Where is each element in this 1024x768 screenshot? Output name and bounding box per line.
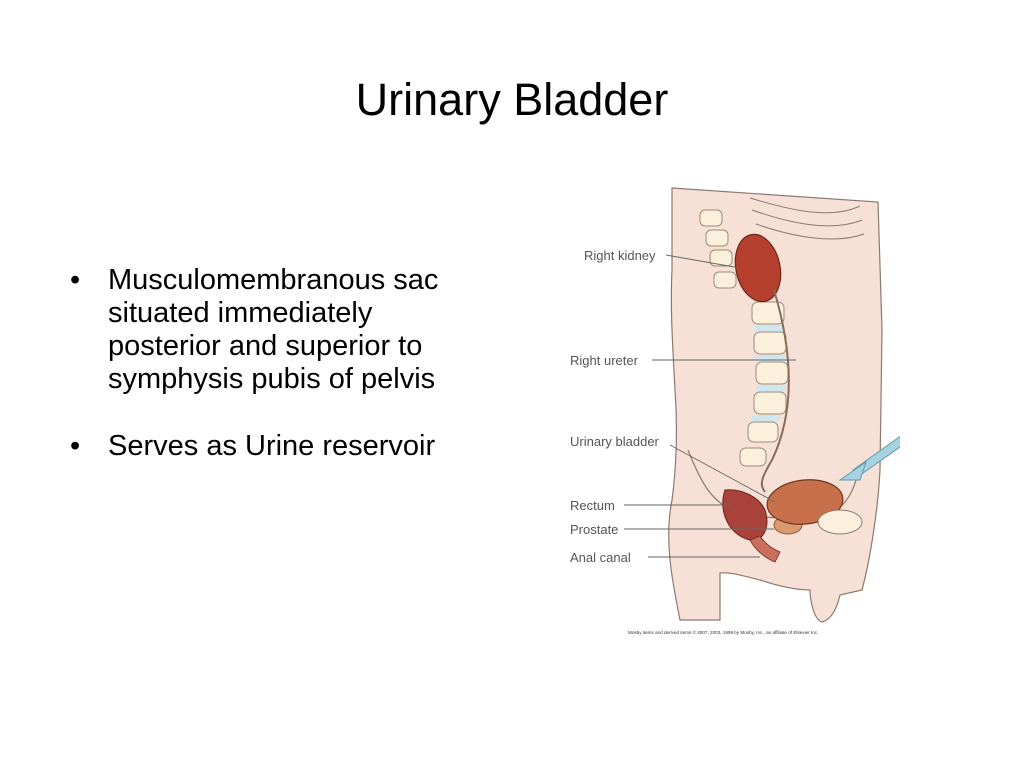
bullet-list: • Musculomembranous sac situated immedia… — [70, 264, 450, 497]
rectum-shape — [722, 489, 768, 541]
bullet-marker: • — [70, 430, 81, 462]
ureter-line — [760, 289, 790, 493]
label-anal-canal: Anal canal — [570, 550, 631, 565]
label-rectum: Rectum — [570, 498, 615, 513]
slide-title: Urinary Bladder — [355, 74, 669, 125]
label-prostate: Prostate — [570, 522, 618, 537]
copyright-credit: Mosby items and derived items © 2007, 20… — [628, 629, 818, 635]
label-right-ureter: Right ureter — [570, 353, 639, 368]
anatomy-svg: Right kidney Right ureter Urinary bladde… — [570, 187, 900, 635]
label-urinary-bladder: Urinary bladder — [570, 434, 660, 449]
bullet-text: Serves as Urine reservoir — [108, 430, 436, 462]
pointer-arrow-icon — [838, 435, 900, 481]
bullet-marker: • — [70, 264, 81, 296]
bullet-item: • Serves as Urine reservoir — [70, 430, 450, 463]
spinal-discs — [752, 325, 786, 421]
bullet-text: Musculomembranous sac situated immediate… — [108, 264, 439, 395]
bladder-shape — [766, 479, 844, 525]
anal-canal-shape — [749, 535, 781, 563]
pubic-bone — [817, 509, 863, 535]
kidney-shape — [734, 233, 782, 303]
bullet-item: • Musculomembranous sac situated immedia… — [70, 264, 450, 396]
label-leaders — [624, 254, 796, 558]
ribs — [749, 197, 865, 240]
label-right-kidney: Right kidney — [584, 248, 656, 263]
anatomy-illustration: Right kidney Right ureter Urinary bladde… — [560, 180, 900, 650]
